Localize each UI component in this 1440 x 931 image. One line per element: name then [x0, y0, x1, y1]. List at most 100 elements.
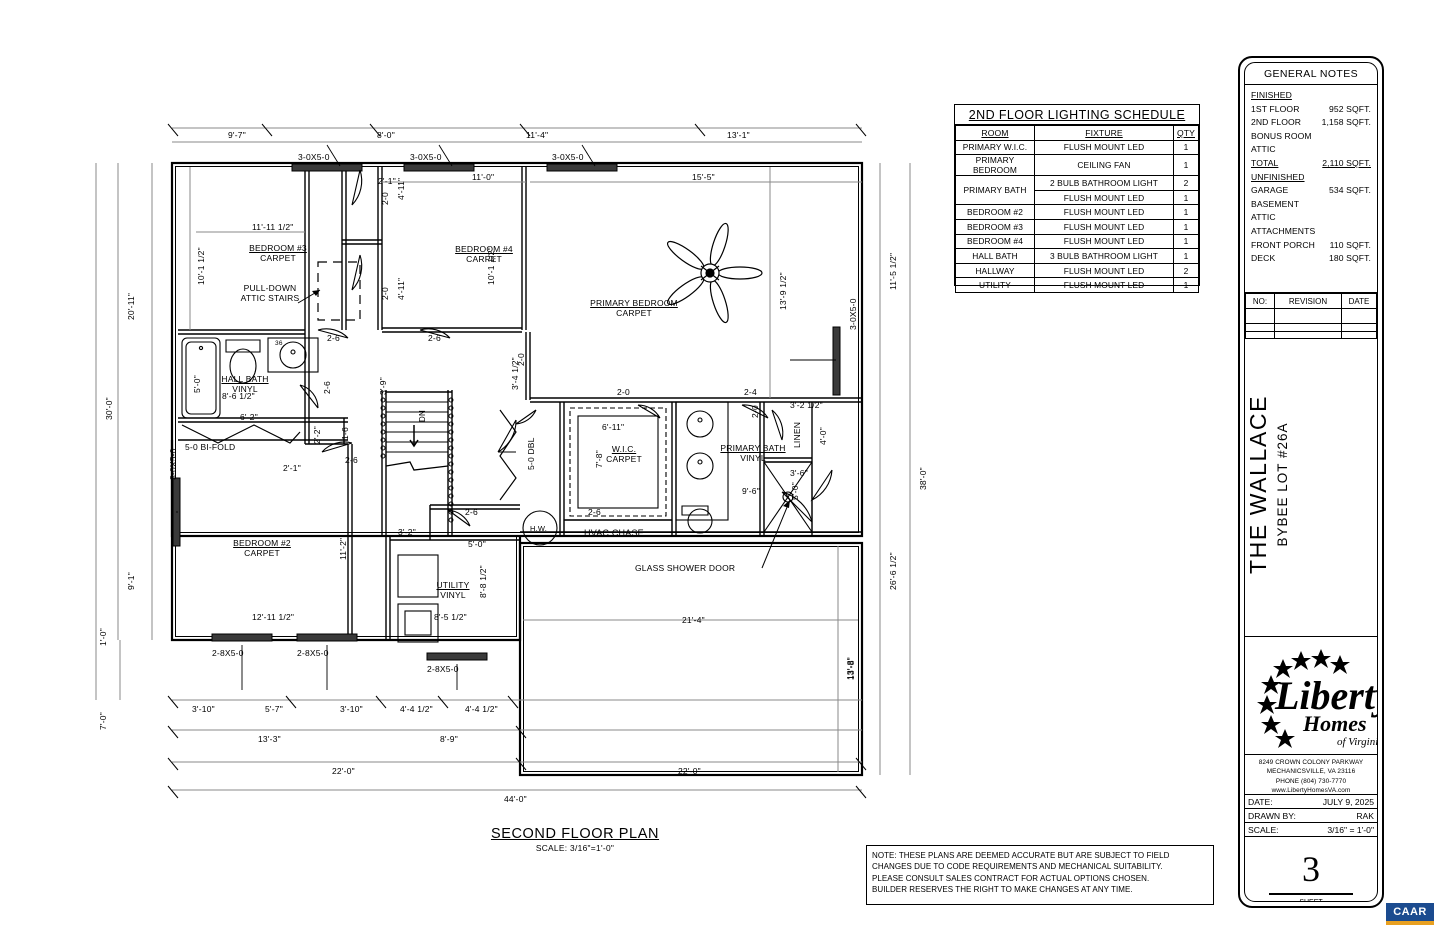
label-double-door: 5-0 DBL	[526, 437, 536, 470]
dimension-top: 9'-7"	[228, 130, 246, 140]
gn-value: 1,158 SQFT.	[1321, 117, 1371, 128]
dimension-interior: 7'-8"	[594, 450, 604, 468]
door-tag: 2-0	[516, 353, 526, 366]
door-tag: 2-6	[428, 333, 441, 343]
room-finish: CARPET	[466, 254, 502, 264]
svg-text:Homes: Homes	[1302, 711, 1367, 736]
table-row: BEDROOM #4 FLUSH MOUNT LED 1	[955, 233, 1199, 250]
dimension-interior: 21'-4"	[682, 615, 705, 625]
dimension-interior: 3'-6"	[790, 468, 808, 478]
room-finish: VINYL	[232, 384, 258, 394]
plumbing-fixtures	[181, 337, 813, 643]
general-notes-line: FINISHED	[1251, 89, 1371, 103]
dimension-left: 7'-0"	[98, 712, 108, 730]
plan-title-block: SECOND FLOOR PLAN SCALE: 3/16"=1'-0"	[455, 826, 695, 853]
dimension-bottom-3: 22'-0"	[678, 766, 701, 776]
room-name: BEDROOM #2	[233, 538, 291, 548]
room-label-bedroom2: BEDROOM #2 CARPET	[222, 538, 302, 558]
dimension-left: 9'-1"	[126, 572, 136, 590]
floor-plan-drawing	[95, 123, 911, 799]
dimension-interior: 13'-8"	[845, 657, 855, 680]
dimension-interior: 3'-2"	[398, 527, 416, 537]
dimension-interior: 4'-11"	[396, 177, 406, 200]
table-row[interactable]	[1245, 323, 1377, 339]
table-header-row: NO: REVISION DATE	[1245, 293, 1377, 309]
sheet-number: 3	[1302, 849, 1320, 889]
drawn-by-value: RAK	[1356, 810, 1374, 821]
room-name: PRIMARY BATH	[720, 443, 786, 453]
divider	[1269, 893, 1353, 895]
window-tag: 2-8X5-0	[427, 664, 459, 674]
website-line[interactable]: www.LibertyHomesVA.com	[1271, 787, 1351, 795]
lighting-schedule-title: 2ND FLOOR LIGHTING SCHEDULE	[955, 105, 1199, 125]
general-notes-title: GENERAL NOTES	[1245, 63, 1377, 85]
gn-label: ATTIC	[1251, 144, 1276, 155]
project-title: THE WALLACE	[1245, 394, 1271, 575]
dimension-right: 38'-0"	[918, 467, 928, 490]
room-label-primary-bedroom: PRIMARY BEDROOM CARPET	[584, 298, 684, 318]
dimension-interior: 8'-8 1/2"	[478, 565, 488, 598]
callout-glass-shower-door: GLASS SHOWER DOOR	[635, 563, 736, 573]
dimension-right: 26'-6 1/2"	[888, 552, 898, 590]
room-label-bedroom3: BEDROOM #3 CARPET	[238, 243, 318, 263]
room-name: BEDROOM #4	[455, 244, 513, 254]
room-name: HALL BATH	[221, 374, 269, 384]
dimension-interior: 2'-1"	[378, 176, 396, 186]
room-name: PRIMARY BEDROOM	[590, 298, 678, 308]
scale-value: 3/16" = 1'-0"	[1327, 824, 1374, 835]
table-row[interactable]	[1245, 308, 1377, 324]
revision-table-wrap: NO: REVISION DATE	[1245, 293, 1377, 339]
liberty-homes-logo-icon: Liberty Homes of Virginia	[1257, 649, 1377, 748]
dimension-interior: 6'-2"	[240, 412, 258, 422]
label-sink-36: 36	[275, 340, 283, 347]
door-tag: 2-6	[322, 381, 332, 394]
dimension-bottom-2: 13'-3"	[258, 734, 281, 744]
project-name-panel: THE WALLACE BYBEE LOT #26A	[1245, 332, 1377, 637]
dimension-interior: 12'-11 1/2"	[252, 612, 295, 622]
dimension-bottom-total: 44'-0"	[504, 794, 527, 804]
dimension-top: 11'-4"	[526, 130, 549, 140]
drawn-by-label: DRAWN BY:	[1248, 810, 1296, 821]
callout-line-1: PULL-DOWN	[243, 283, 297, 293]
gn-label: ATTACHMENTS	[1251, 225, 1316, 236]
window-tag: 3-0X5-0	[848, 298, 858, 330]
dimension-top: 13'-1"	[727, 130, 750, 140]
dimension-right: 11'-5 1/2"	[888, 252, 898, 290]
general-notes-line: ATTACHMENTS	[1251, 225, 1371, 239]
room-finish: CARPET	[260, 253, 296, 263]
cell-qty: 2	[1173, 175, 1199, 191]
gn-value: 110 SQFT.	[1329, 239, 1371, 250]
door-tag: 2-0	[750, 405, 760, 418]
project-subtitle: BYBEE LOT #26A	[1275, 422, 1290, 547]
dimension-left: 30'-0"	[104, 397, 114, 420]
window-tag: 3-0X5-0	[552, 152, 584, 162]
gn-value: 2,110 SQFT.	[1322, 157, 1371, 168]
cell-qty: 1	[1173, 154, 1199, 177]
date-label: DATE:	[1248, 796, 1273, 807]
dimension-inner-top: 15'-5"	[692, 172, 715, 182]
note-line: NOTE: THESE PLANS ARE DEEMED ACCURATE BU…	[872, 851, 1170, 860]
table-row: FLUSH MOUNT LED 1	[956, 189, 1199, 206]
phone-line: PHONE (804) 730-7770	[1275, 777, 1347, 785]
dimension-interior: 5'-0"	[468, 539, 486, 549]
gn-label: GARAGE	[1251, 185, 1289, 196]
dimension-interior: 4'-11"	[396, 277, 406, 300]
table-row: HALLWAY FLUSH MOUNT LED 2	[955, 262, 1199, 279]
cell-date	[1341, 323, 1377, 339]
window-tag: 3-0X5-0	[298, 152, 330, 162]
gn-label: 2ND FLOOR	[1251, 117, 1302, 128]
window-tag: 2-8X5-0	[297, 648, 329, 658]
dimension-inner-top: 11'-0"	[472, 172, 495, 182]
room-label-primary-bath: PRIMARY BATH VINYL	[708, 443, 798, 463]
column-header-no: NO:	[1245, 293, 1275, 309]
gn-value: 534 SQFT.	[1329, 185, 1371, 196]
dimension-bottom-1: 3'-10"	[340, 704, 363, 714]
table-row: UTILITY FLUSH MOUNT LED 1	[955, 277, 1199, 293]
room-label-wic: W.I.C. CARPET	[594, 444, 654, 464]
note-line: PLEASE CONSULT SALES CONTRACT FOR ACTUAL…	[872, 873, 1150, 883]
company-logo: Liberty Homes of Virginia	[1245, 637, 1377, 755]
